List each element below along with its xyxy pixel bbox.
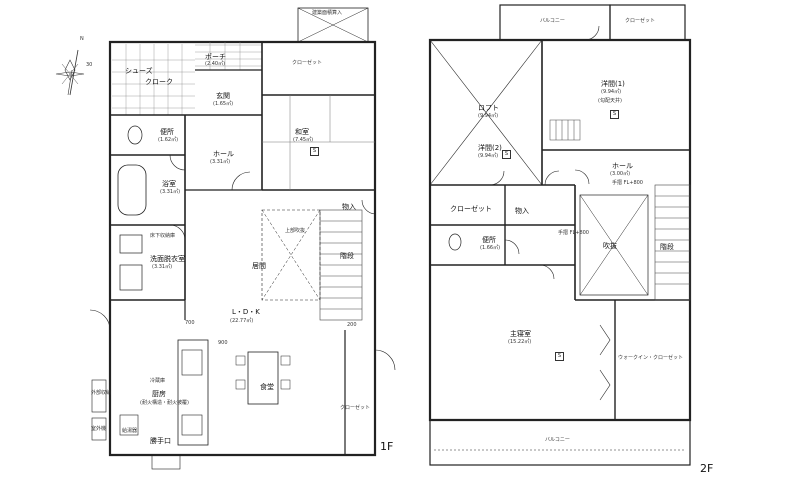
room-kitchen: 厨房 — [152, 390, 166, 398]
level-note-1: 手摺 FL+800 — [612, 180, 643, 186]
room-2f-hall: ホール — [612, 162, 633, 170]
room-entrance-area: (1.65㎡) — [213, 101, 234, 107]
room-water-heater: 給湯器 — [122, 428, 138, 434]
room-car-entry: 建築面積算入 — [312, 10, 343, 16]
floor2-label: 2F — [700, 462, 714, 475]
room-yoma2-area: (9.94㎡) — [478, 153, 499, 159]
room-2f-balcony-top: バルコニー — [540, 18, 565, 24]
room-fridge: 冷蔵庫 — [150, 378, 166, 384]
room-walkin: ウォークイン・クローゼット — [618, 355, 684, 361]
room-yoma1-note: (勾配天井) — [598, 98, 622, 104]
room-2f-closet-top: クローゼット — [625, 18, 656, 24]
room-master-area: (15.22㎡) — [508, 339, 532, 345]
room-shokudo: 食堂 — [260, 383, 274, 391]
room-fukinuke: 吹抜 — [603, 242, 617, 250]
room-storage-under: 床下収納庫 — [150, 233, 176, 239]
room-back-door: 勝手口 — [150, 437, 171, 445]
room-porch: ポーチ — [205, 53, 226, 61]
room-shoes-cloak: シューズ — [125, 67, 153, 75]
room-bath-area: (3.31㎡) — [160, 189, 181, 195]
room-closet-top: クローゼット — [292, 60, 323, 66]
room-yoma2: 洋間(2) — [478, 144, 502, 152]
room-2f-stairs: 階段 — [660, 243, 674, 251]
compass-icon — [55, 49, 85, 96]
room-loft: ロフト — [478, 104, 499, 112]
room-2f-balcony-bottom: バルコニー — [545, 437, 570, 443]
room-outdoor-unit: 室外機 — [91, 426, 107, 432]
room-2f-toilet: 便所 — [482, 236, 496, 244]
storage-tag-2f-b: S — [502, 150, 511, 159]
room-2f-closet-mid: クローゼット — [450, 205, 492, 213]
room-yoma1: 洋間(1) — [601, 80, 625, 88]
storage-tag-2f-c: S — [555, 352, 564, 361]
room-wash: 洗面脱衣室 — [150, 255, 185, 263]
storage-tag-2f-a: S — [610, 110, 619, 119]
room-monoire-1f: 物入 — [342, 203, 356, 211]
room-ldk: L・D・K — [232, 308, 260, 316]
floor2-plan — [428, 4, 692, 466]
room-toilet: 便所 — [160, 128, 174, 136]
room-2f-hall-area: (3.00㎡) — [610, 171, 631, 177]
room-washitsu: 和室 — [295, 128, 309, 136]
level-note-2: 手摺 FL+800 — [558, 230, 589, 236]
room-washitsu-area: (7.45㎡) — [293, 137, 314, 143]
compass-degree-label: 30 — [86, 62, 93, 68]
room-ldk-area: (22.77㎡) — [230, 318, 254, 324]
room-master: 主寝室 — [510, 330, 531, 338]
room-2f-monoire: 物入 — [515, 207, 529, 215]
room-bath: 浴室 — [162, 180, 176, 188]
room-closet-bottom: クローゼット — [340, 405, 371, 411]
room-entrance: 玄関 — [216, 92, 230, 100]
room-toilet-area: (1.62㎡) — [158, 137, 179, 143]
room-kitchen-note: (耐火構造・耐火被覆) — [140, 400, 189, 406]
room-ue-fukinuke: 上部吹抜 — [285, 228, 306, 234]
dim-700: 700 — [185, 320, 195, 326]
room-hall: ホール — [213, 150, 234, 158]
room-storage-out: 外部収納 — [91, 390, 112, 396]
room-kyoma: 居間 — [252, 262, 266, 270]
storage-tag-1f-a: S — [310, 147, 319, 156]
dim-200: 200 — [347, 322, 357, 328]
room-porch-area: (2.40㎡) — [205, 61, 226, 67]
room-wash-area: (3.31㎡) — [152, 264, 173, 270]
compass-north-label: N — [80, 36, 84, 42]
room-stairs-1f: 階段 — [340, 252, 354, 260]
room-2f-toilet-area: (1.66㎡) — [480, 245, 501, 251]
room-yoma1-area: (9.94㎡) — [601, 89, 622, 95]
floor1-label: 1F — [380, 440, 394, 453]
room-hall-area: (3.31㎡) — [210, 159, 231, 165]
room-shoes-cloak-2: クローク — [145, 78, 173, 86]
room-loft-area: (9.94㎡) — [478, 113, 499, 119]
floor1-plan — [89, 7, 396, 470]
dim-900: 900 — [218, 340, 228, 346]
